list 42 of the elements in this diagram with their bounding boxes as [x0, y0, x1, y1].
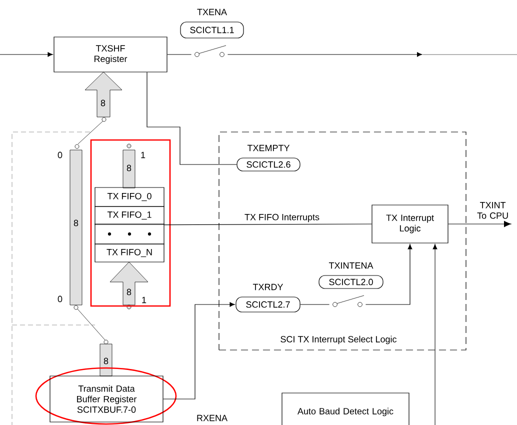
connector: [227, 52, 422, 57]
signal-name: TXRDY: [252, 284, 284, 290]
fifo-row: [94, 224, 164, 244]
edge-label: TX FIFO Interrupts: [244, 212, 320, 224]
bus-width-label: 8: [100, 100, 106, 106]
switch-symbol: [194, 45, 226, 57]
switch-symbol: [332, 295, 364, 307]
signal-name: TXINT To CPU: [477, 202, 508, 219]
register-box: TXSHF Register: [54, 36, 168, 72]
signal-name: TXEMPTY: [247, 144, 290, 152]
fifo-row: TX FIFO_1: [94, 206, 164, 225]
register-box: Transmit Data Buffer Register SCITXBUF.7-0: [50, 376, 164, 422]
connector: [164, 224, 372, 226]
connector: [432, 244, 438, 425]
bus-width-label: 1: [141, 152, 146, 158]
register-box: TX Interrupt Logic: [372, 204, 448, 244]
connector: [448, 220, 512, 227]
fifo-row: TX FIFO_N: [94, 244, 164, 262]
register-field: SCICTL2.7: [236, 296, 300, 312]
fifo-row: TX FIFO_0: [94, 187, 164, 207]
connector: [167, 54, 192, 55]
signal-name: TXINTENA: [328, 262, 374, 269]
signal-name: TXENA: [197, 8, 227, 16]
register-field: SCICTL2.0: [318, 275, 384, 289]
region-label: SCI TX Interrupt Select Logic: [280, 336, 397, 344]
connector: [365, 244, 412, 305]
register-box: Auto Baud Detect Logic: [282, 392, 410, 425]
connector: [300, 304, 330, 305]
connector: [0, 52, 53, 57]
register-field: SCICTL2.6: [236, 158, 300, 172]
bus-width-label: 8: [74, 220, 78, 226]
bus-width-label: 1: [142, 296, 146, 304]
bus-width-label: 8: [126, 164, 132, 172]
bus-width-label: 8: [104, 358, 108, 364]
bus-width-label: 0: [58, 296, 62, 302]
bus-width-label: 8: [126, 288, 132, 296]
highlight-frame: [90, 139, 171, 307]
connector: [146, 72, 237, 165]
register-field: SCICTL1.1: [180, 22, 244, 38]
bus-width-label: 0: [58, 152, 62, 158]
signal-name: RXENA: [197, 414, 228, 422]
connector: [163, 302, 235, 400]
